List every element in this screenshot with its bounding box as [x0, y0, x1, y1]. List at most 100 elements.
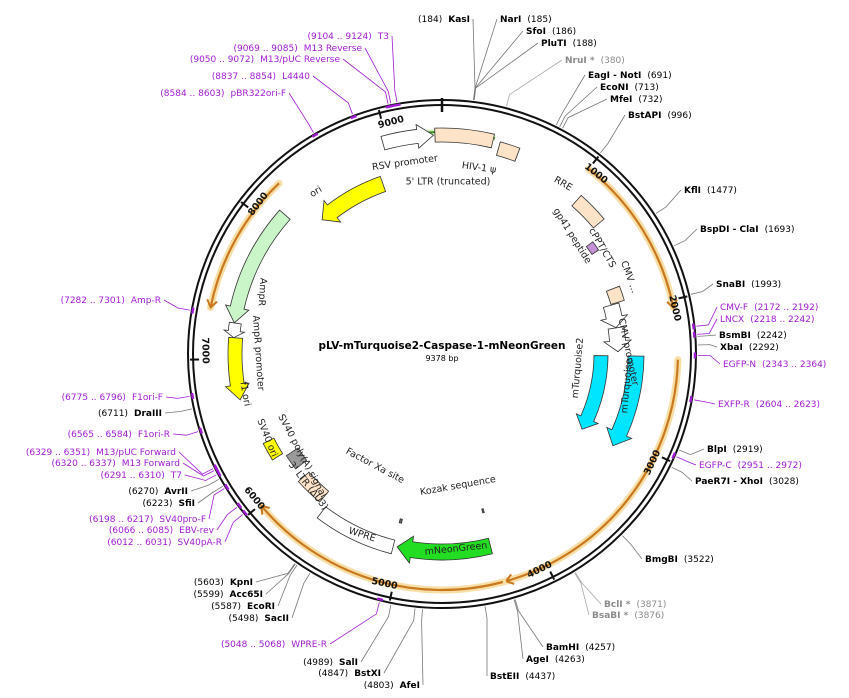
- orange-arc-3: [260, 505, 504, 592]
- primer-label-m13-puc-reverse[interactable]: (9050 .. 9072)M13/pUC Reverse: [190, 55, 341, 65]
- primer-label-egfp-n[interactable]: EGFP-N(2343 .. 2364): [723, 360, 826, 370]
- primer-label-cmv-f[interactable]: CMV-F(2172 .. 2192): [720, 303, 818, 313]
- primer-label-f1ori-r[interactable]: (6565 .. 6584)F1ori-R: [68, 430, 170, 440]
- site-label-kfli[interactable]: KflI(1477): [684, 186, 737, 196]
- primer-label-egfp-c[interactable]: EGFP-C(2951 .. 2972): [699, 461, 802, 471]
- feature-sv40-ori: [262, 437, 284, 461]
- primer-leader: [391, 35, 398, 103]
- label-coord: (3876): [634, 611, 664, 621]
- primer-mark: [671, 452, 677, 459]
- site-label-nari[interactable]: NarI(185): [500, 15, 552, 25]
- primer-label-m13-reverse[interactable]: (9069 .. 9085)M13 Reverse: [233, 44, 362, 54]
- label-name: DraIII: [134, 409, 162, 419]
- site-leader: [291, 573, 311, 619]
- primer-label-amp-r[interactable]: (7282 .. 7301)Amp-R: [61, 296, 161, 306]
- feature-cppt: [605, 285, 625, 305]
- site-label-blpi[interactable]: BlpI(2919): [707, 445, 763, 455]
- site-label-draiii[interactable]: (6711) DraIII: [98, 409, 162, 419]
- label-coord: (6711): [98, 409, 128, 419]
- site-label-bamhi[interactable]: BamHI(4257): [546, 643, 615, 653]
- label-name: T3: [377, 32, 389, 42]
- site-label-econi[interactable]: EcoNI(713): [600, 83, 659, 93]
- site-label-bcli-[interactable]: BclI *(3871): [604, 600, 666, 610]
- site-label-sfoi[interactable]: SfoI(186): [526, 27, 576, 37]
- label-name: MfeI: [610, 95, 632, 105]
- primer-label-sv40pa-r[interactable]: (6012 .. 6031)SV40pA-R: [107, 538, 222, 548]
- primer-mark: [224, 483, 230, 491]
- label-name: M13/pUC Reverse: [260, 55, 340, 65]
- site-label-bstapi[interactable]: BstAPI(996): [628, 111, 692, 121]
- site-label-ecori[interactable]: (5587)EcoRI: [211, 602, 275, 612]
- feature-label-rre: RRE: [552, 174, 574, 193]
- site-label-sali[interactable]: (4989)SalI: [303, 658, 358, 668]
- site-leader: [277, 564, 298, 607]
- label-name: KflI: [684, 186, 701, 196]
- site-label-eagi-noti[interactable]: EagI - NotI(691): [588, 71, 672, 81]
- feature-cmv-prom: [602, 326, 633, 353]
- label-name: BsaBI *: [592, 611, 629, 621]
- label-coord: (6775 .. 6796): [62, 393, 126, 403]
- label-coord: (3871): [636, 600, 666, 610]
- label-coord: (4263): [555, 655, 585, 665]
- site-leader: [473, 30, 524, 101]
- site-label-sfii[interactable]: (6223)SfiI: [143, 499, 195, 509]
- label-name: AfeI: [400, 681, 420, 691]
- label-coord: (5048 .. 5068): [221, 640, 285, 650]
- site-label-pluti[interactable]: PluTI(188): [541, 39, 597, 49]
- primer-label-m13-puc-forward[interactable]: (6329 .. 6351)M13/pUC Forward: [26, 448, 176, 458]
- primer-label-t7[interactable]: (6291 .. 6310)T7: [100, 471, 182, 481]
- site-label-snabi[interactable]: SnaBI(1993): [716, 280, 781, 290]
- site-label-bsmbi[interactable]: BsmBI(2242): [719, 331, 787, 341]
- site-label-bspdi-clai[interactable]: BspDI - ClaI(1693): [700, 225, 795, 235]
- site-label-mfei[interactable]: MfeI(732): [610, 95, 663, 105]
- site-label-bstxi[interactable]: (4847)BstXI: [318, 669, 381, 679]
- label-coord: (5603): [194, 578, 224, 588]
- site-label-bmgbi[interactable]: BmgBI(3522): [645, 555, 714, 565]
- label-name: PluTI: [541, 39, 567, 49]
- primer-label-sv40pro-f[interactable]: (6198 .. 6217)SV40pro-F: [89, 515, 206, 525]
- label-name: SV40pA-R: [178, 538, 223, 548]
- label-name: BstAPI: [628, 111, 661, 121]
- site-label-agei[interactable]: AgeI(4263): [526, 655, 585, 665]
- label-name: NarI: [500, 15, 521, 25]
- primer-label-pbr322ori-f[interactable]: (8584 .. 8603)pBR322ori-F: [160, 89, 286, 99]
- feature-label-mturq2: mTurquoise2: [570, 337, 586, 398]
- label-name: KasI: [448, 15, 470, 25]
- label-coord: (9069 .. 9085): [233, 44, 297, 54]
- primer-label-exfp-r[interactable]: EXFP-R(2604 .. 2623): [718, 400, 820, 410]
- site-label-sacii[interactable]: (5498)SacII: [228, 614, 289, 624]
- primer-leader: [697, 318, 718, 335]
- feature-hiv-psi: [496, 141, 521, 162]
- site-leader: [514, 599, 544, 648]
- feature-mturq2: [575, 355, 609, 430]
- site-label-kasi[interactable]: (184)KasI: [418, 15, 470, 25]
- label-coord: (2292): [749, 343, 779, 353]
- primer-label-m13-forward[interactable]: (6320 .. 6337)M13 Forward: [51, 459, 180, 469]
- tick-mark: [388, 591, 393, 601]
- primer-label-wpre-r[interactable]: (5048 .. 5068) WPRE-R: [221, 640, 327, 650]
- primer-mark: [689, 396, 693, 403]
- site-label-paer7i-xhoi[interactable]: PaeR7I - XhoI(3028): [695, 477, 799, 487]
- site-label-acc65i[interactable]: (5599)Acc65I: [194, 590, 263, 600]
- primer-label-t3[interactable]: (9104 .. 9124)T3: [307, 32, 389, 42]
- label-name: PaeR7I - XhoI: [695, 477, 763, 487]
- primer-leader: [224, 514, 243, 543]
- primer-label-lncx[interactable]: LNCX(2218 .. 2242): [720, 315, 814, 325]
- site-label-kpni[interactable]: (5603)KpnI: [194, 578, 253, 588]
- site-label-afei[interactable]: (4803)AfeI: [364, 681, 420, 691]
- primer-label-ebv-rev[interactable]: (6066 .. 6085)EBV-rev: [109, 526, 215, 536]
- site-label-nrui-[interactable]: NruI *(380): [565, 56, 625, 66]
- feature-gp41: [585, 241, 600, 256]
- site-label-bsteii[interactable]: BstEII(4437): [490, 672, 555, 682]
- site-label-bsabi-[interactable]: BsaBI * (3876): [592, 611, 664, 621]
- primer-label-l4440[interactable]: (8837 .. 8854)L4440: [212, 72, 310, 82]
- feature-rsv-promoter: [380, 123, 435, 151]
- site-label-xbai[interactable]: XbaI(2292): [720, 343, 779, 353]
- label-name: WPRE-R: [291, 640, 327, 650]
- site-label-avrii[interactable]: (6270)AvrII: [128, 487, 188, 497]
- label-coord: (5587): [211, 602, 241, 612]
- label-coord: (4989): [303, 658, 333, 668]
- label-coord: (2242): [757, 331, 787, 341]
- primer-label-f1ori-f[interactable]: (6775 .. 6796)F1ori-F: [62, 393, 163, 403]
- plasmid-length: 9378 bp: [425, 354, 458, 363]
